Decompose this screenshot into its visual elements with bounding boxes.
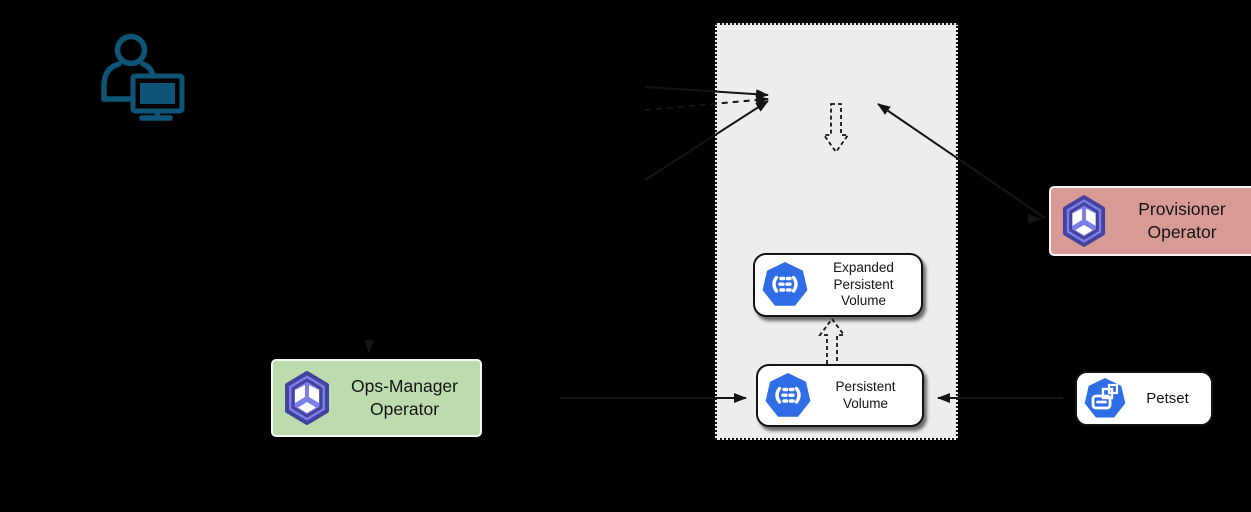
expanded-persistent-volume-node: Expanded Persistent Volume: [753, 253, 923, 317]
persistent-volume-label: Persistent Volume: [817, 379, 914, 412]
operator-cube-icon: [283, 371, 331, 425]
kubernetes-volume-icon: [765, 372, 811, 420]
kubernetes-volume-icon: [762, 261, 808, 309]
persistent-volume-node: Persistent Volume: [756, 364, 924, 427]
expanded-pv-line2: Persistent: [833, 276, 894, 292]
ops-manager-operator-node: Ops-Manager Operator: [271, 359, 482, 437]
operator-cube-icon: [1061, 195, 1107, 247]
petset-node: Petset: [1075, 371, 1213, 426]
provisioner-operator-node: Provisioner Operator: [1049, 186, 1251, 256]
persistent-volume-line2: Volume: [842, 395, 889, 411]
persistent-volume-line1: Persistent: [835, 379, 896, 394]
petset-label: Petset: [1146, 390, 1189, 407]
petset-statefulset-icon: [1084, 377, 1126, 421]
ops-manager-operator-label: Ops-Manager Operator: [339, 375, 470, 421]
user-at-computer-icon: [100, 32, 185, 122]
provisioner-line2: Operator: [1147, 222, 1217, 242]
ops-manager-line2: Operator: [369, 399, 440, 419]
provisioner-operator-label: Provisioner Operator: [1115, 198, 1249, 244]
expanded-pv-line1: Expanded: [833, 260, 894, 276]
provisioner-line1: Provisioner: [1138, 199, 1226, 219]
ops-manager-line1: Ops-Manager: [351, 376, 458, 396]
expanded-persistent-volume-label: Expanded Persistent Volume: [814, 260, 913, 310]
expanded-pv-line3: Volume: [840, 293, 887, 309]
